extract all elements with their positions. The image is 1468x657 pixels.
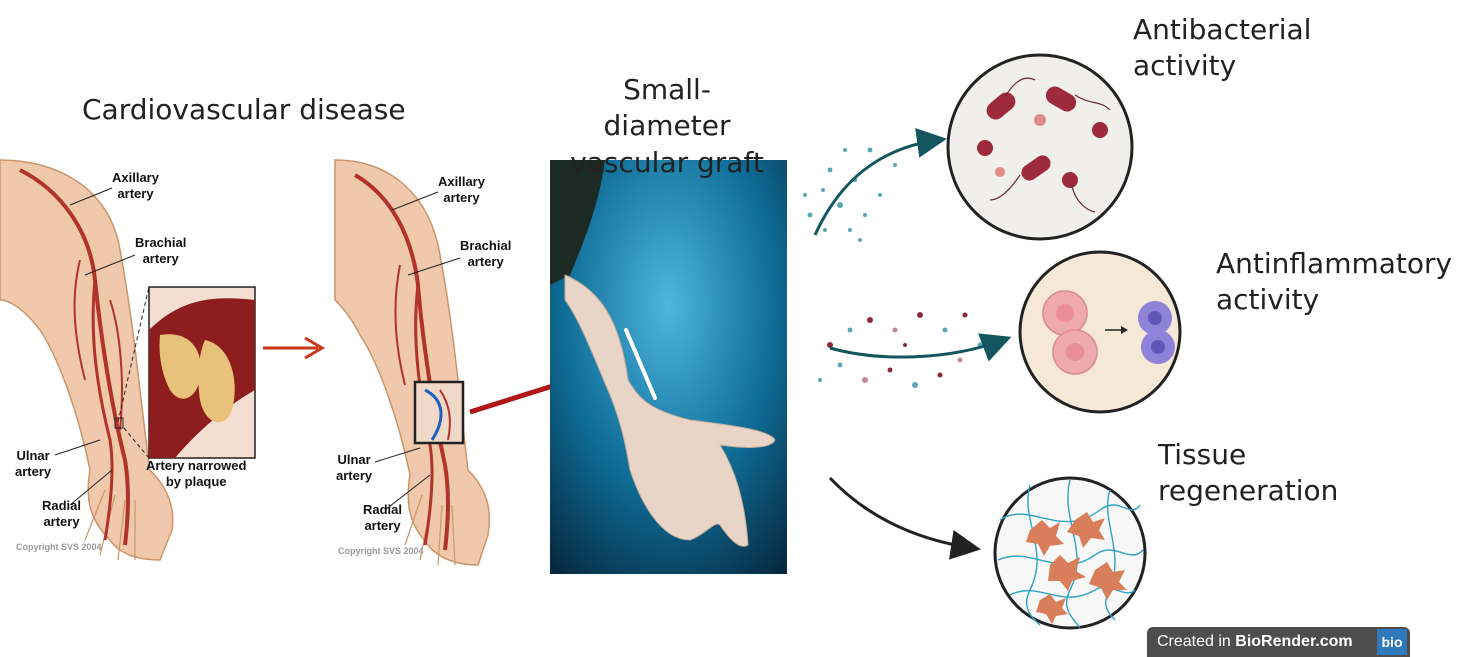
biorender-badge[interactable]: Created in BioRender.com bio <box>1147 627 1410 657</box>
title-antibacterial-line1: Antibacterial <box>1133 12 1311 48</box>
tissue-regeneration-circle <box>995 478 1145 628</box>
arrow-antiinflammatory <box>830 340 1003 357</box>
biorender-badge-text: Created in BioRender.com <box>1147 633 1353 651</box>
title-antibacterial: Antibacterial activity <box>1133 12 1311 85</box>
arrow-tissue-regeneration <box>830 478 972 548</box>
label-text: artery <box>363 518 402 534</box>
antibacterial-circle <box>948 55 1132 239</box>
arm-illustration-diseased <box>0 160 173 560</box>
label-text: Ulnar <box>15 448 51 464</box>
label-artery-narrowed: Artery narrowed by plaque <box>146 458 246 491</box>
title-graft-line2: vascular graft <box>562 145 772 181</box>
label-axillary-artery-1: Axillary artery <box>112 170 159 203</box>
label-text: artery <box>135 251 186 267</box>
label-text: Ulnar <box>336 452 372 468</box>
badge-prefix: Created in <box>1157 633 1235 650</box>
copyright-arm1: Copyright SVS 2004 <box>16 542 102 552</box>
label-text: by plaque <box>146 474 246 490</box>
label-text: Brachial <box>135 235 186 251</box>
copyright-arm2: Copyright SVS 2004 <box>338 546 424 556</box>
label-text: artery <box>438 190 485 206</box>
label-ulnar-artery-1: Ulnar artery <box>15 448 51 481</box>
badge-brand: BioRender.com <box>1235 633 1352 650</box>
title-antibacterial-line2: activity <box>1133 48 1311 84</box>
label-text: Axillary <box>438 174 485 190</box>
label-text: artery <box>15 464 51 480</box>
arrow-antibacterial <box>815 140 938 235</box>
title-tissue-line2: regeneration <box>1158 473 1338 509</box>
title-antiinflammatory: Antinflammatory activity <box>1216 246 1452 319</box>
label-axillary-artery-2: Axillary artery <box>438 174 485 207</box>
label-text: Artery narrowed <box>146 458 246 474</box>
label-text: Radial <box>42 498 81 514</box>
biorender-logo-icon: bio <box>1377 629 1407 655</box>
label-text: Axillary <box>112 170 159 186</box>
arm-illustration-grafted <box>335 160 489 565</box>
label-brachial-artery-1: Brachial artery <box>135 235 186 268</box>
label-text: Radial <box>363 502 402 518</box>
title-antiinflammatory-line1: Antinflammatory <box>1216 246 1452 282</box>
title-tissue-regeneration: Tissue regeneration <box>1158 437 1338 510</box>
label-brachial-artery-2: Brachial artery <box>460 238 511 271</box>
graft-photo <box>550 160 787 574</box>
title-cardiovascular-disease: Cardiovascular disease <box>82 92 406 128</box>
label-text: artery <box>460 254 511 270</box>
label-radial-artery-1: Radial artery <box>42 498 81 531</box>
label-radial-artery-2: Radial artery <box>363 502 402 535</box>
title-small-diameter-graft: Small-diameter vascular graft <box>562 72 772 181</box>
label-text: Brachial <box>460 238 511 254</box>
label-text: artery <box>336 468 372 484</box>
label-text: artery <box>112 186 159 202</box>
title-graft-line1: Small-diameter <box>562 72 772 145</box>
title-tissue-line1: Tissue <box>1158 437 1338 473</box>
label-ulnar-artery-2: Ulnar artery <box>336 452 372 485</box>
title-antiinflammatory-line2: activity <box>1216 282 1452 318</box>
antiinflammatory-circle <box>1020 252 1180 412</box>
label-text: artery <box>42 514 81 530</box>
